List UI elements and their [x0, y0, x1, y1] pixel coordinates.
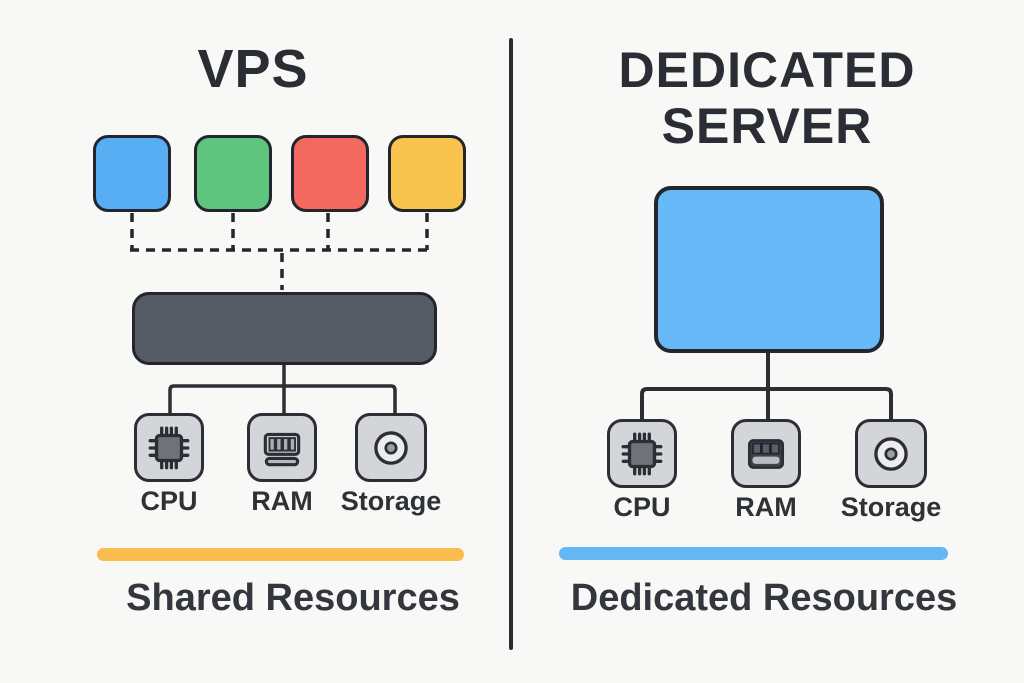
dedicated-server-title-line1: DEDICATED	[618, 42, 916, 98]
cpu-resource-box	[607, 419, 677, 488]
dedicated-resource-connectors	[640, 352, 893, 422]
dedicated-server-title: DEDICATED SERVER	[517, 42, 1017, 154]
cpu-icon	[148, 426, 190, 469]
shared-underline	[97, 548, 464, 561]
storage-icon	[874, 436, 908, 471]
ram-resource-box	[247, 413, 317, 482]
shared-resources-caption: Shared Resources	[126, 577, 460, 619]
storage-label: Storage	[340, 486, 442, 516]
shared-server-block	[132, 292, 437, 365]
ram-label: RAM	[251, 486, 313, 516]
storage-label: Storage	[840, 492, 942, 522]
storage-icon	[374, 430, 408, 465]
vps-title: VPS	[197, 39, 309, 99]
vps-dashed-connectors	[130, 213, 429, 290]
cpu-label: CPU	[613, 492, 671, 522]
ram-icon	[263, 432, 301, 466]
ram-resource-box	[731, 419, 801, 488]
cpu-resource-box	[134, 413, 204, 482]
ram-icon	[747, 438, 785, 469]
panel-divider	[509, 38, 513, 650]
cpu-icon	[621, 432, 663, 475]
ram-label: RAM	[735, 492, 797, 522]
vm-block-red	[291, 135, 369, 212]
storage-resource-box	[355, 413, 427, 482]
dedicated-server-block	[654, 186, 884, 353]
dedicated-underline	[559, 547, 948, 560]
vm-block-blue	[93, 135, 171, 212]
cpu-label: CPU	[140, 486, 198, 516]
vps-resource-connectors	[168, 364, 397, 415]
vm-block-yellow	[388, 135, 466, 212]
dedicated-server-title-line2: SERVER	[661, 98, 873, 154]
dedicated-resources-caption: Dedicated Resources	[570, 577, 958, 619]
storage-resource-box	[855, 419, 927, 488]
vm-block-green	[194, 135, 272, 212]
